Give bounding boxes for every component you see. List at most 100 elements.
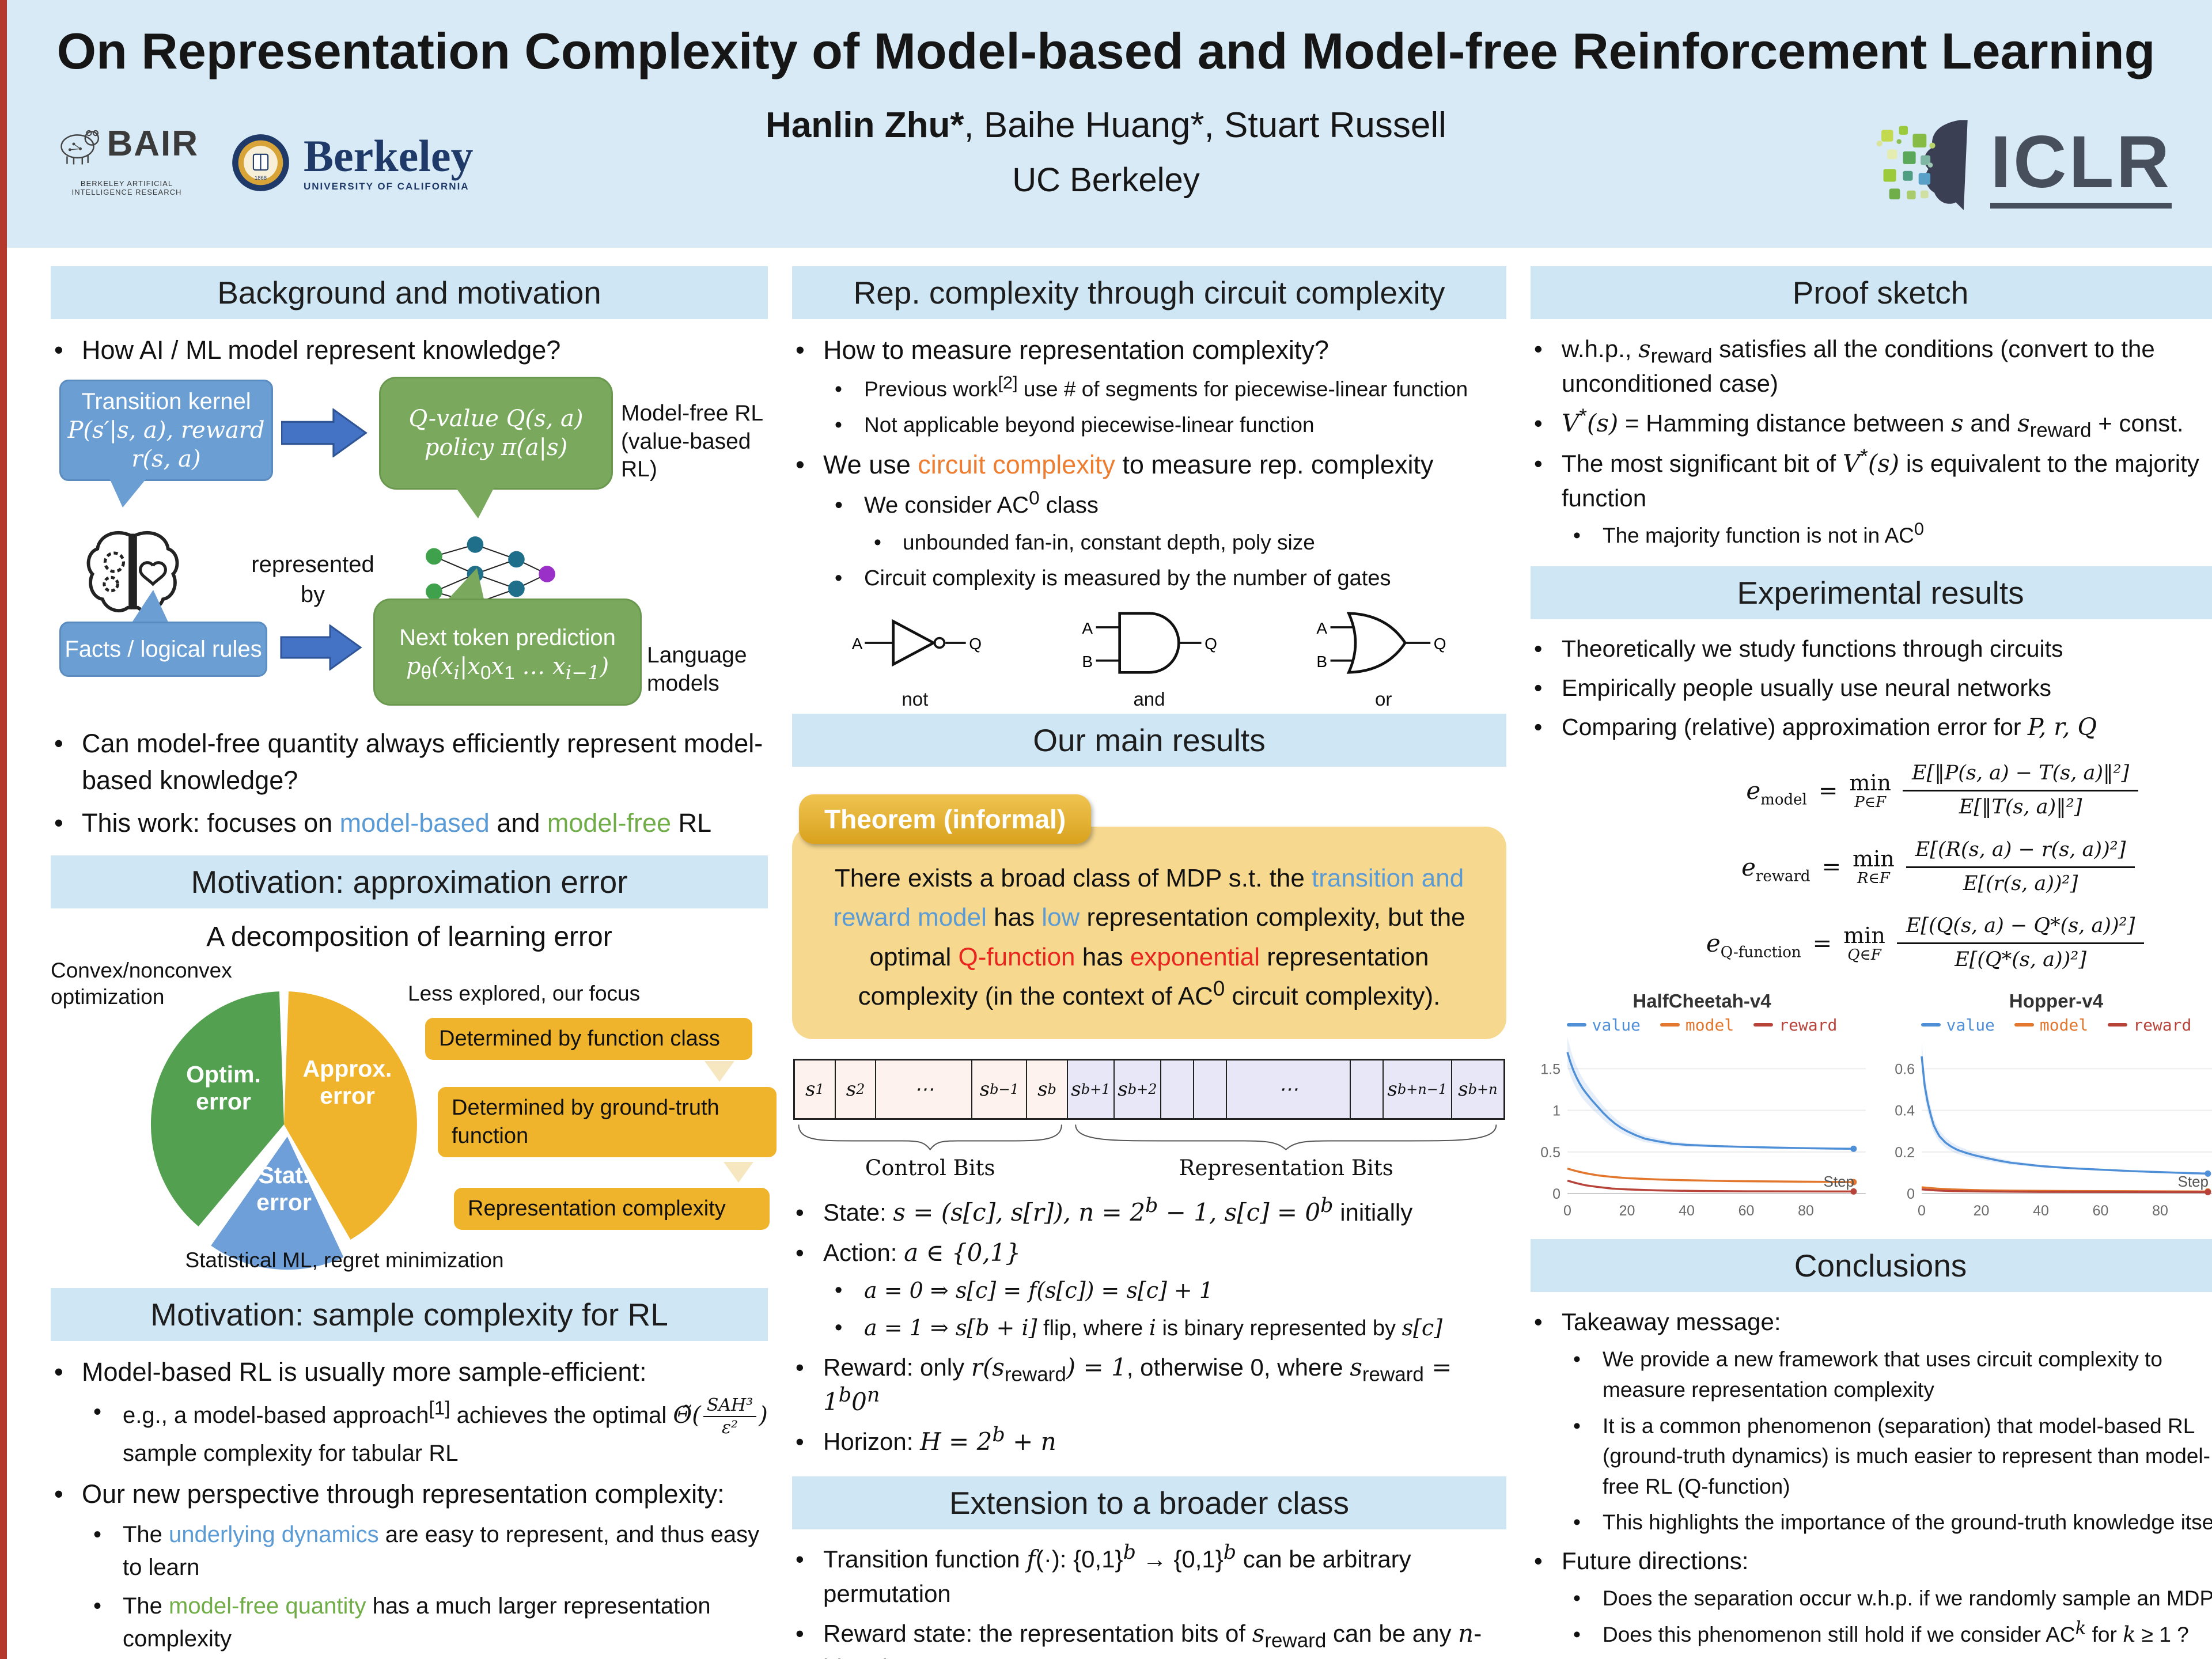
bullet: Does this phenomenon still hold if we co… <box>1531 1619 2212 1650</box>
iclr-logo: ICLR <box>1873 118 2172 216</box>
legend-item: value <box>1921 1016 1995 1035</box>
berkeley-subtext: UNIVERSITY OF CALIFORNIA <box>304 180 469 192</box>
logic-gates-row: A Q not A B Q and A <box>798 603 1501 710</box>
knowledge-representation-diagram: Transition kernel P(s′|s, a), reward r(s… <box>51 376 768 719</box>
bullet: a = 0 ⇒ s[c] = f(s[c]) = s[c] + 1 <box>792 1275 1506 1307</box>
svg-text:20: 20 <box>1619 1203 1635 1219</box>
and-gate: A B Q and <box>1077 603 1221 710</box>
bullet: unbounded fan-in, constant depth, poly s… <box>792 528 1506 558</box>
poster-header: On Representation Complexity of Model-ba… <box>0 0 2212 248</box>
or-gate-icon: A B Q <box>1316 612 1446 674</box>
section-header-background: Background and motivation <box>51 266 768 319</box>
model-free-label: Model-free RL (value-based RL) <box>621 400 764 482</box>
berkeley-wordmark: Berkeley <box>304 130 474 181</box>
svg-text:Step: Step <box>2178 1173 2209 1190</box>
not-gate: A Q not <box>843 603 987 710</box>
legend-item: reward <box>2108 1016 2191 1035</box>
down-arrow-icon <box>724 1161 753 1183</box>
bullet: It is a common phenomenon (separation) t… <box>1531 1411 2212 1502</box>
bullet: Our new perspective through representati… <box>51 1476 768 1513</box>
poster-affiliation: UC Berkeley <box>1012 161 1200 199</box>
annotation-statistical: Statistical ML, regret minimization <box>185 1248 504 1272</box>
control-brace <box>793 1122 1067 1152</box>
svg-text:40: 40 <box>2033 1203 2049 1219</box>
poster-body: Background and motivation How AI / ML mo… <box>0 248 2212 1659</box>
bullet: Reward state: the representation bits of… <box>792 1616 1506 1659</box>
bubble-tail <box>454 484 495 518</box>
not-gate-icon: A Q <box>852 619 982 667</box>
legend-item: model <box>1660 1016 1734 1035</box>
bit-cell <box>1192 1060 1226 1118</box>
callout-ground-truth: Determined by ground-truth function <box>438 1086 777 1158</box>
pie-subtitle: A decomposition of learning error <box>206 921 612 952</box>
legend-item: reward <box>1753 1016 1837 1035</box>
bullet: This work: focuses on model-based and mo… <box>51 805 768 842</box>
or-gate: A B Q or <box>1312 603 1456 710</box>
bullet: Comparing (relative) approximation error… <box>1531 710 2212 744</box>
bullet: The model-free quantity has a much large… <box>51 1590 768 1656</box>
bair-wordmark: BAIR <box>107 124 199 164</box>
represented-by-label: represented by <box>251 551 374 607</box>
transition-kernel-bubble: Transition kernel P(s′|s, a), reward r(s… <box>59 379 273 481</box>
iclr-wordmark: ICLR <box>1990 126 2172 209</box>
bullet: We provide a new framework that uses cir… <box>1531 1344 2212 1405</box>
bit-cell: ⋯ <box>875 1060 972 1118</box>
svg-text:B: B <box>1316 653 1327 671</box>
svg-text:Q: Q <box>969 635 982 653</box>
svg-text:0: 0 <box>1918 1203 1926 1219</box>
error-pie-chart <box>150 991 417 1270</box>
down-arrow-icon <box>704 1060 734 1082</box>
svg-text:0.5: 0.5 <box>1540 1145 1560 1161</box>
bullet: This highlights the importance of the gr… <box>1531 1508 2212 1538</box>
bair-bear-icon <box>60 130 100 165</box>
bubble-tail <box>108 475 149 507</box>
bubble-tail <box>448 567 484 599</box>
legend-item: model <box>2014 1016 2088 1035</box>
bullet: Can model-free quantity always efficient… <box>51 725 768 799</box>
section-header-conclusions: Conclusions <box>1531 1238 2212 1292</box>
brain-icon <box>86 531 179 612</box>
callout-rep-complexity: Representation complexity <box>454 1187 770 1230</box>
svg-text:Q: Q <box>1433 635 1446 653</box>
svg-text:0.6: 0.6 <box>1895 1061 1915 1077</box>
bit-cell: ⋯ <box>1225 1060 1350 1118</box>
bair-tagline: BERKELEY ARTIFICIAL INTELLIGENCE RESEARC… <box>71 179 182 196</box>
control-bits-label: Control Bits <box>865 1155 995 1180</box>
chart-legend: value model reward <box>1885 1016 2212 1035</box>
svg-text:A: A <box>1082 619 1093 637</box>
section-header-proof: Proof sketch <box>1531 266 2212 319</box>
svg-text:20: 20 <box>1974 1203 1990 1219</box>
svg-text:40: 40 <box>1679 1203 1695 1219</box>
bullet: e.g., a model-based approach[1] achieves… <box>51 1396 768 1470</box>
next-token-bubble: Next token prediction pθ(xi|x0x1 … xi−1) <box>373 598 642 706</box>
bullet: Future directions: <box>1531 1544 2212 1578</box>
bullet: The most significant bit of V*(s) is equ… <box>1531 446 2212 515</box>
svg-text:0.2: 0.2 <box>1895 1145 1915 1161</box>
facts-bubble: Facts / logical rules <box>59 621 267 677</box>
bullet: Horizon: H = 2b + n <box>792 1425 1506 1459</box>
and-gate-icon: A B Q <box>1082 612 1217 674</box>
theorem-tab: Theorem (informal) <box>799 794 1092 844</box>
bullet: Empirically people usually use neural ne… <box>1531 671 2212 704</box>
chart-title: Hopper-v4 <box>2009 990 2104 1012</box>
bair-logo: BAIR BERKELEY ARTIFICIAL INTELLIGENCE RE… <box>55 112 199 196</box>
svg-text:A: A <box>1316 619 1327 637</box>
